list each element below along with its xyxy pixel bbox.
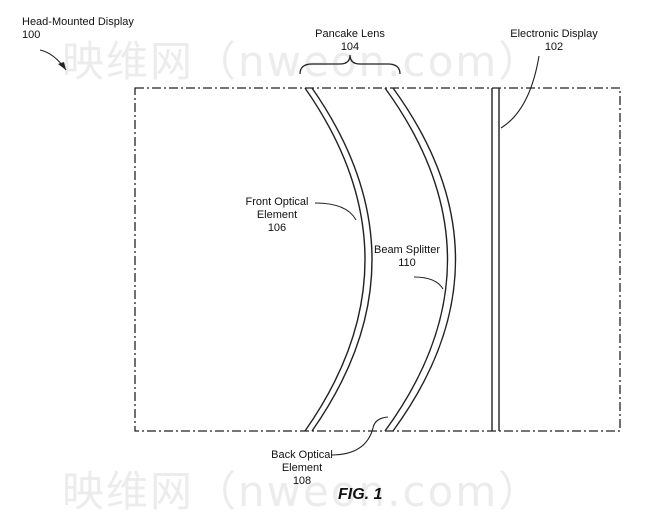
figure-label: FIG. 1: [338, 486, 383, 503]
label-head-mounted-display: Head-Mounted Display 100: [22, 16, 134, 42]
leader-front-optical-element: [314, 202, 357, 221]
leader-back-optical-element: [330, 416, 389, 456]
label-head-mounted-display-number: 100: [22, 29, 41, 41]
label-electronic-display-name: Electronic Display: [510, 28, 598, 40]
label-front-optical-element-number: 106: [267, 222, 287, 234]
pancake-lens-brace: [299, 54, 401, 75]
diagram-drawing: [39, 49, 621, 456]
label-head-mounted-display-name: Head-Mounted Display: [22, 16, 134, 28]
electronic-display: [491, 88, 500, 431]
label-back-optical-element-line2: Element: [281, 462, 323, 474]
label-back-optical-element-number: 108: [292, 475, 312, 487]
leader-beam-splitter: [413, 276, 444, 290]
arrowhead: [58, 62, 66, 70]
leader-lines: [39, 49, 540, 456]
label-back-optical-element-line1: Back Optical: [271, 449, 333, 461]
label-beam-splitter-number: 110: [398, 257, 416, 269]
patent-figure: 映维网（nweon.com） 映维网（nweon.com）: [22, 16, 621, 516]
label-pancake-lens: Pancake Lens 104: [290, 28, 410, 54]
label-front-optical-element-line1: Front Optical: [245, 196, 309, 208]
leader-electronic-display: [500, 55, 540, 129]
label-back-optical-element: Back Optical Element 108: [252, 449, 352, 488]
label-electronic-display: Electronic Display 102: [490, 28, 618, 54]
front-optical-element: [304, 87, 373, 432]
label-beam-splitter: Beam Splitter 110: [362, 244, 452, 270]
label-pancake-lens-number: 104: [340, 41, 360, 53]
back-optical-element: [384, 87, 457, 432]
label-front-optical-element: Front Optical Element 106: [232, 196, 322, 235]
label-electronic-display-number: 102: [544, 41, 564, 53]
housing-outline: [134, 87, 621, 432]
label-pancake-lens-name: Pancake Lens: [315, 28, 385, 40]
watermark-top: 映维网（nweon.com）: [62, 37, 543, 86]
label-beam-splitter-name: Beam Splitter: [373, 244, 441, 256]
label-front-optical-element-line2: Element: [256, 209, 298, 221]
